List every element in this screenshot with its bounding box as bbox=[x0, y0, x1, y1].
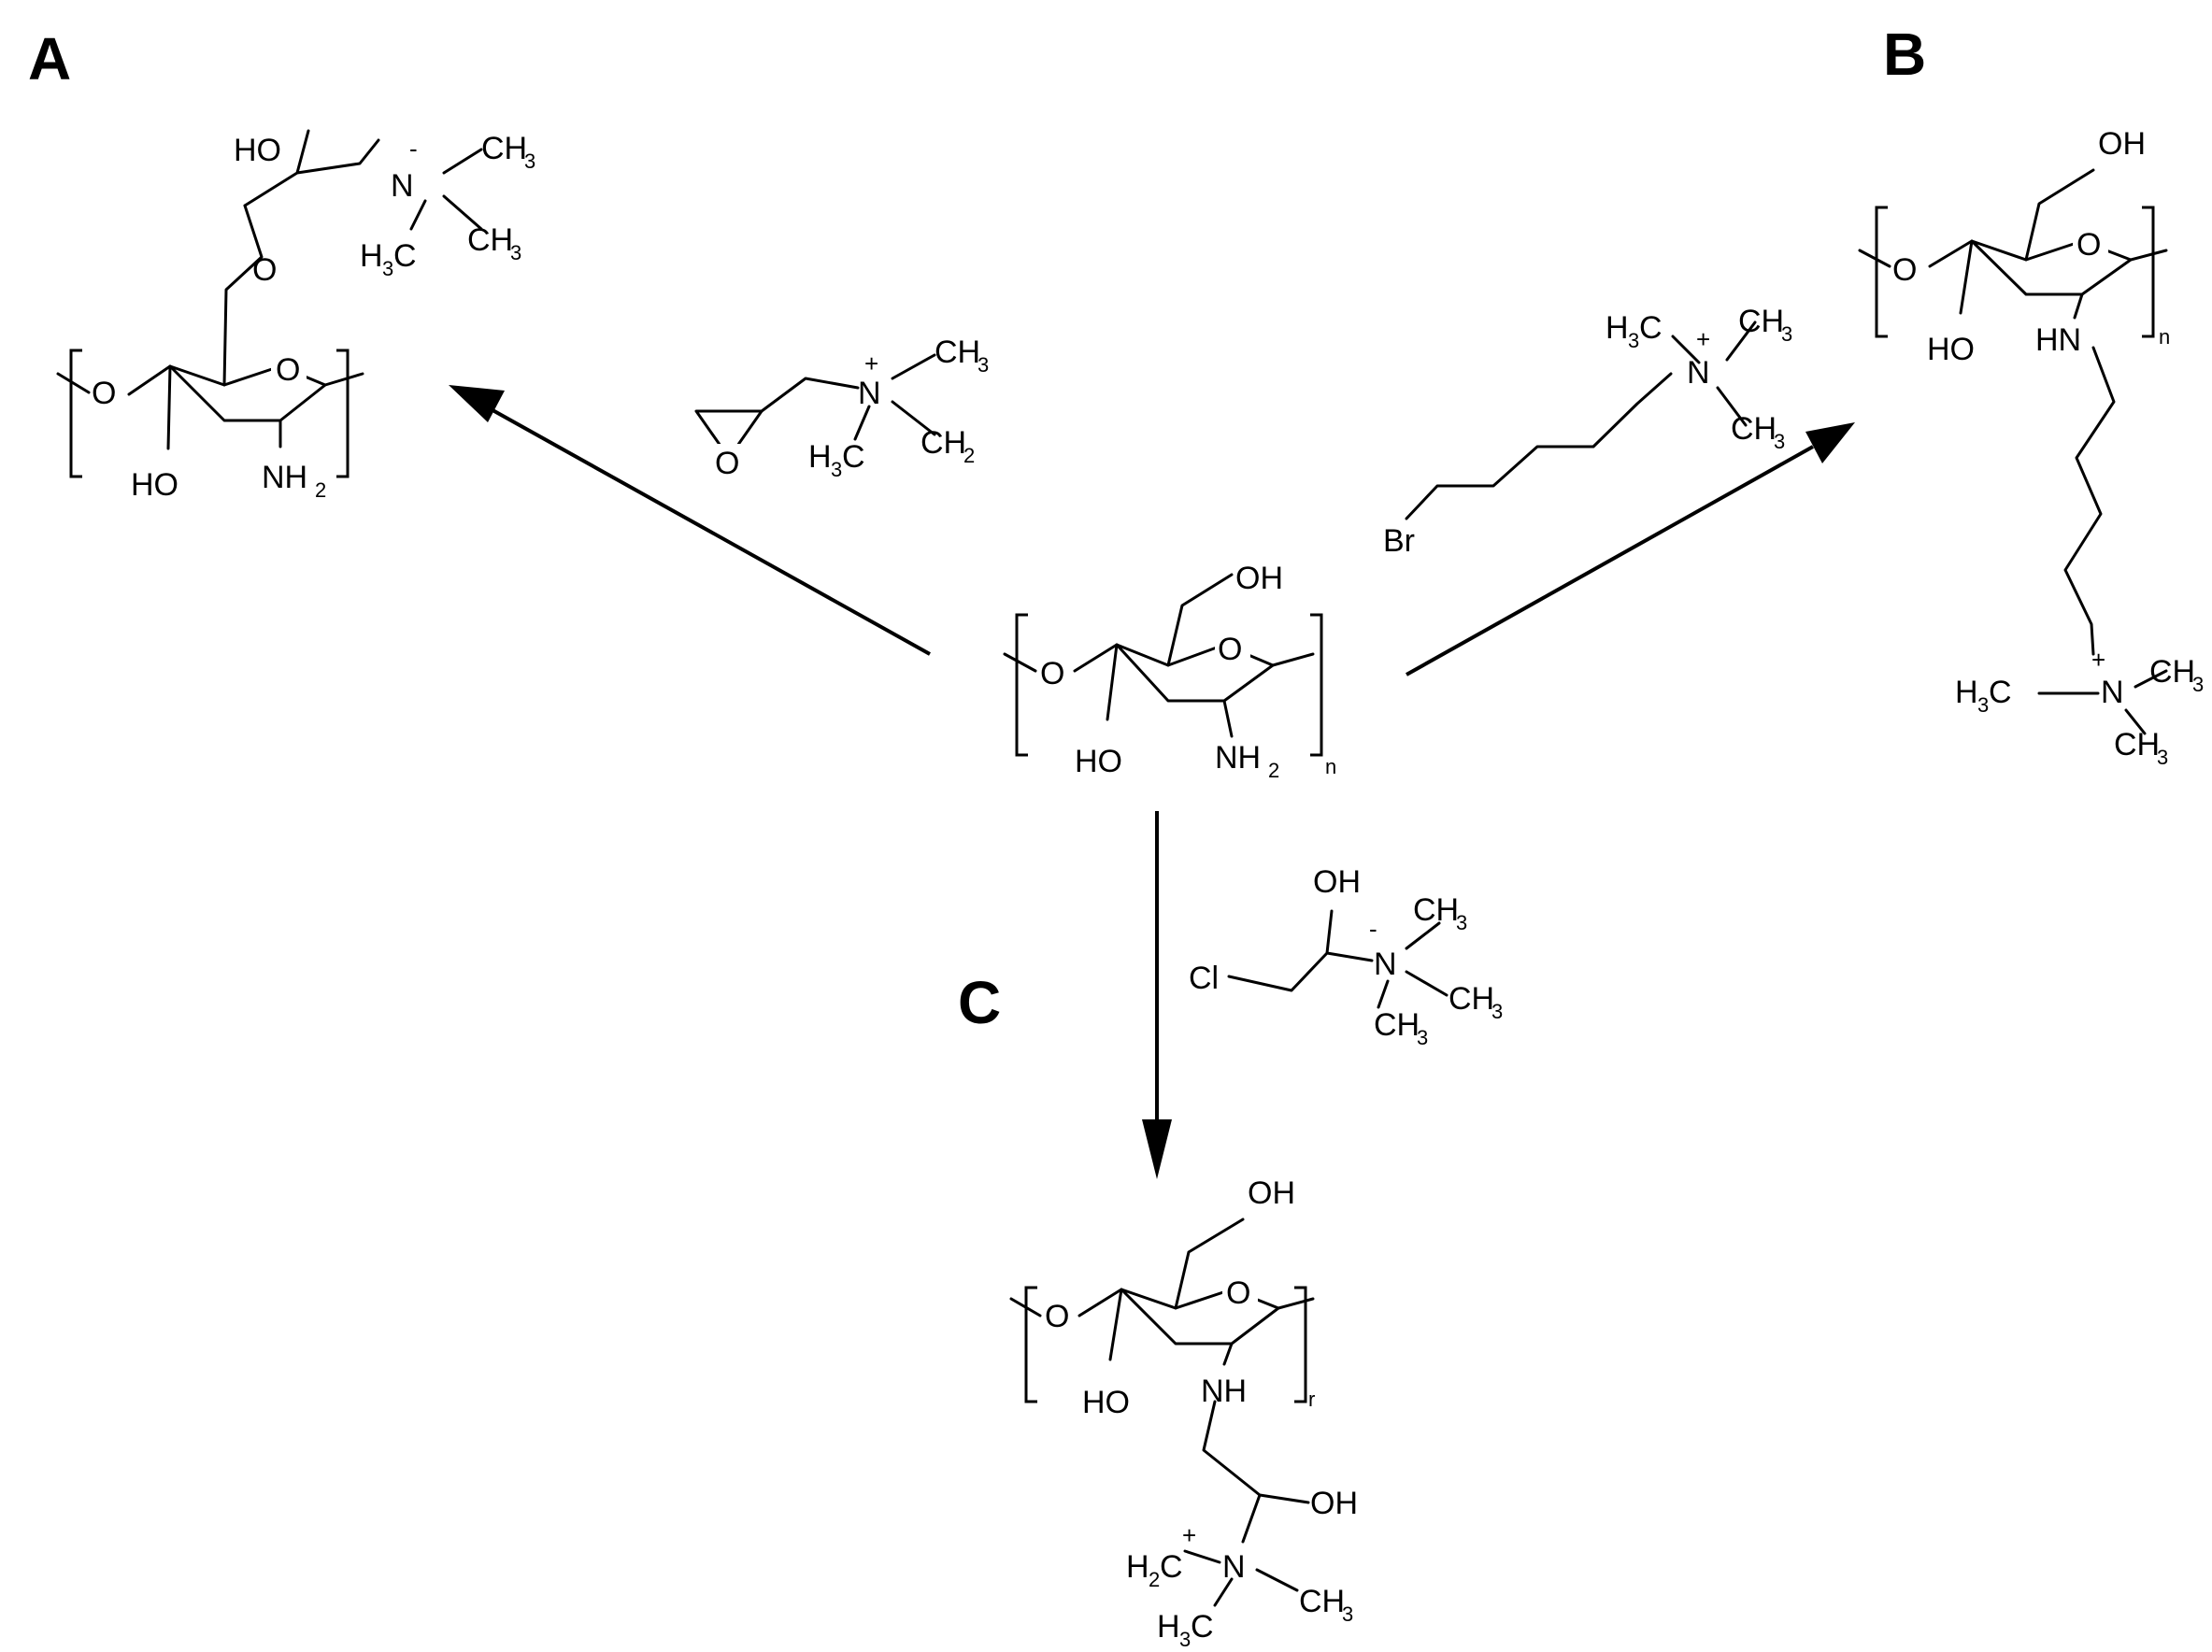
atom-hydroxymethyl-oh: OH bbox=[2098, 126, 2146, 162]
product-a-h: H bbox=[360, 238, 383, 274]
reagent-b-br: Br bbox=[1383, 523, 1415, 559]
reagent-a-ch: CH bbox=[935, 335, 980, 370]
reagent-a-charge: + bbox=[864, 349, 878, 377]
product-b-h: H bbox=[1955, 675, 1978, 710]
product-c-n: N bbox=[1222, 1549, 1246, 1585]
atom-hydroxymethyl-oh: OH bbox=[1248, 1175, 1295, 1211]
atom-hydroxyl-ho: HO bbox=[131, 467, 178, 503]
product-b-ch: CH bbox=[2149, 654, 2195, 690]
reagent-a-n: N bbox=[858, 376, 881, 411]
sub-2: 2 bbox=[963, 444, 975, 467]
arrow-to-c bbox=[1142, 811, 1172, 1179]
panel-label-b: B bbox=[1883, 21, 1926, 88]
reagent-c-structure: Cl OH N - CH 3 CH 3 CH 3 bbox=[1189, 864, 1503, 1049]
sub-3: 3 bbox=[1491, 1000, 1503, 1023]
sub-3: 3 bbox=[1774, 430, 1785, 453]
product-a-ch: CH bbox=[467, 222, 513, 258]
atom-ether-o: O bbox=[252, 252, 277, 288]
product-c-h: H bbox=[1126, 1549, 1149, 1585]
atom-ring-o: O bbox=[2076, 227, 2101, 263]
reagent-a-structure: O N + CH 3 CH 2 H 3 C bbox=[694, 335, 989, 481]
sub-3: 3 bbox=[1628, 329, 1639, 352]
product-b-c: C bbox=[1989, 675, 2012, 710]
reagent-a-h: H bbox=[808, 439, 832, 475]
repeat-n: n bbox=[1325, 755, 1336, 778]
product-b-n: N bbox=[2101, 675, 2124, 710]
reagent-a-c: C bbox=[842, 439, 865, 475]
product-a-c: C bbox=[393, 238, 417, 274]
sub-3: 3 bbox=[2157, 746, 2168, 769]
epoxide-o: O bbox=[715, 446, 739, 481]
atom-side-ho: HO bbox=[234, 133, 281, 168]
sub-3: 3 bbox=[1179, 1628, 1191, 1651]
sub-3: 3 bbox=[524, 150, 535, 173]
reagent-b-ch: CH bbox=[1738, 304, 1784, 339]
sub-3: 3 bbox=[1456, 911, 1467, 934]
reagent-b-ch: CH bbox=[1731, 411, 1777, 447]
reagent-b-structure: Br N + H 3 C CH 3 CH 3 bbox=[1383, 304, 1792, 559]
sub-3: 3 bbox=[978, 353, 989, 377]
panel-label-a: A bbox=[28, 25, 71, 93]
product-c-c: C bbox=[1191, 1609, 1214, 1645]
reagent-a-ch2: CH bbox=[920, 425, 966, 461]
atom-glycosidic-o: O bbox=[1045, 1299, 1069, 1334]
atom-ring-o: O bbox=[276, 352, 300, 388]
arrow-to-b bbox=[1406, 422, 1855, 676]
atom-ring-o: O bbox=[1218, 632, 1242, 667]
product-c-ch: CH bbox=[1299, 1584, 1345, 1619]
product-c-oh: OH bbox=[1310, 1486, 1358, 1521]
sub-3: 3 bbox=[510, 241, 521, 264]
atom-glycosidic-o: O bbox=[1892, 252, 1917, 288]
product-b-structure: O O OH HO HN n N + H 3 C CH 3 CH 3 bbox=[1858, 126, 2204, 769]
atom-glycosidic-o: O bbox=[1040, 656, 1064, 691]
sub-2: 2 bbox=[315, 478, 326, 502]
atom-secondary-amine: NH bbox=[1201, 1374, 1247, 1409]
atom-secondary-amine: HN bbox=[2035, 322, 2081, 358]
reagent-c-ch: CH bbox=[1374, 1007, 1420, 1043]
product-a-charge: - bbox=[409, 135, 418, 163]
atom-amine: NH bbox=[262, 460, 307, 495]
reagent-c-n: N bbox=[1374, 947, 1397, 982]
atom-ring-o: O bbox=[1226, 1275, 1250, 1311]
sub-3: 3 bbox=[1977, 693, 1989, 717]
repeat-n: n bbox=[2159, 325, 2170, 349]
reagent-c-ch: CH bbox=[1413, 892, 1459, 928]
atom-glycosidic-o: O bbox=[92, 376, 116, 411]
product-a-structure: O O O HO N - CH 3 CH 3 H 3 C HO NH 2 bbox=[56, 129, 535, 503]
product-a-ch: CH bbox=[481, 131, 527, 166]
reagent-b-c: C bbox=[1639, 310, 1663, 346]
product-c-c: C bbox=[1160, 1549, 1183, 1585]
reagent-c-cl: Cl bbox=[1189, 961, 1219, 996]
sub-3: 3 bbox=[1417, 1026, 1428, 1049]
product-a-n: N bbox=[391, 168, 414, 204]
sub-2: 2 bbox=[1149, 1568, 1160, 1591]
sub-3: 3 bbox=[1781, 322, 1792, 346]
reagent-b-n: N bbox=[1687, 355, 1710, 391]
product-b-ch: CH bbox=[2114, 727, 2160, 762]
chitosan-structure: O O OH HO NH 2 n bbox=[1003, 561, 1336, 782]
arrow-to-a bbox=[449, 385, 931, 656]
sub-3: 3 bbox=[1342, 1602, 1353, 1626]
sub-3: 3 bbox=[2192, 673, 2204, 696]
product-b-charge: + bbox=[2091, 646, 2105, 674]
atom-hydroxyl-ho: HO bbox=[1082, 1385, 1130, 1420]
sub-3: 3 bbox=[382, 257, 393, 280]
reagent-c-oh: OH bbox=[1313, 864, 1361, 900]
atom-amine: NH bbox=[1215, 740, 1261, 776]
product-c-charge: + bbox=[1182, 1521, 1196, 1549]
atom-hydroxyl-ho: HO bbox=[1927, 332, 1975, 367]
atom-hydroxyl-ho: HO bbox=[1075, 744, 1122, 779]
panel-label-c: C bbox=[958, 969, 1001, 1036]
sub-3: 3 bbox=[831, 458, 842, 481]
product-c-structure: O O OH HO NH r OH N + H 2 C CH 3 H 3 C bbox=[1009, 1175, 1358, 1651]
reagent-b-charge: + bbox=[1696, 325, 1710, 353]
subscript-2: 2 bbox=[1268, 759, 1279, 782]
repeat-r: r bbox=[1308, 1388, 1315, 1411]
atom-hydroxymethyl-oh: OH bbox=[1235, 561, 1283, 596]
product-c-h: H bbox=[1157, 1609, 1180, 1645]
reagent-b-h: H bbox=[1605, 310, 1629, 346]
reagent-c-ch: CH bbox=[1449, 981, 1494, 1017]
reagent-c-charge: - bbox=[1369, 915, 1377, 943]
